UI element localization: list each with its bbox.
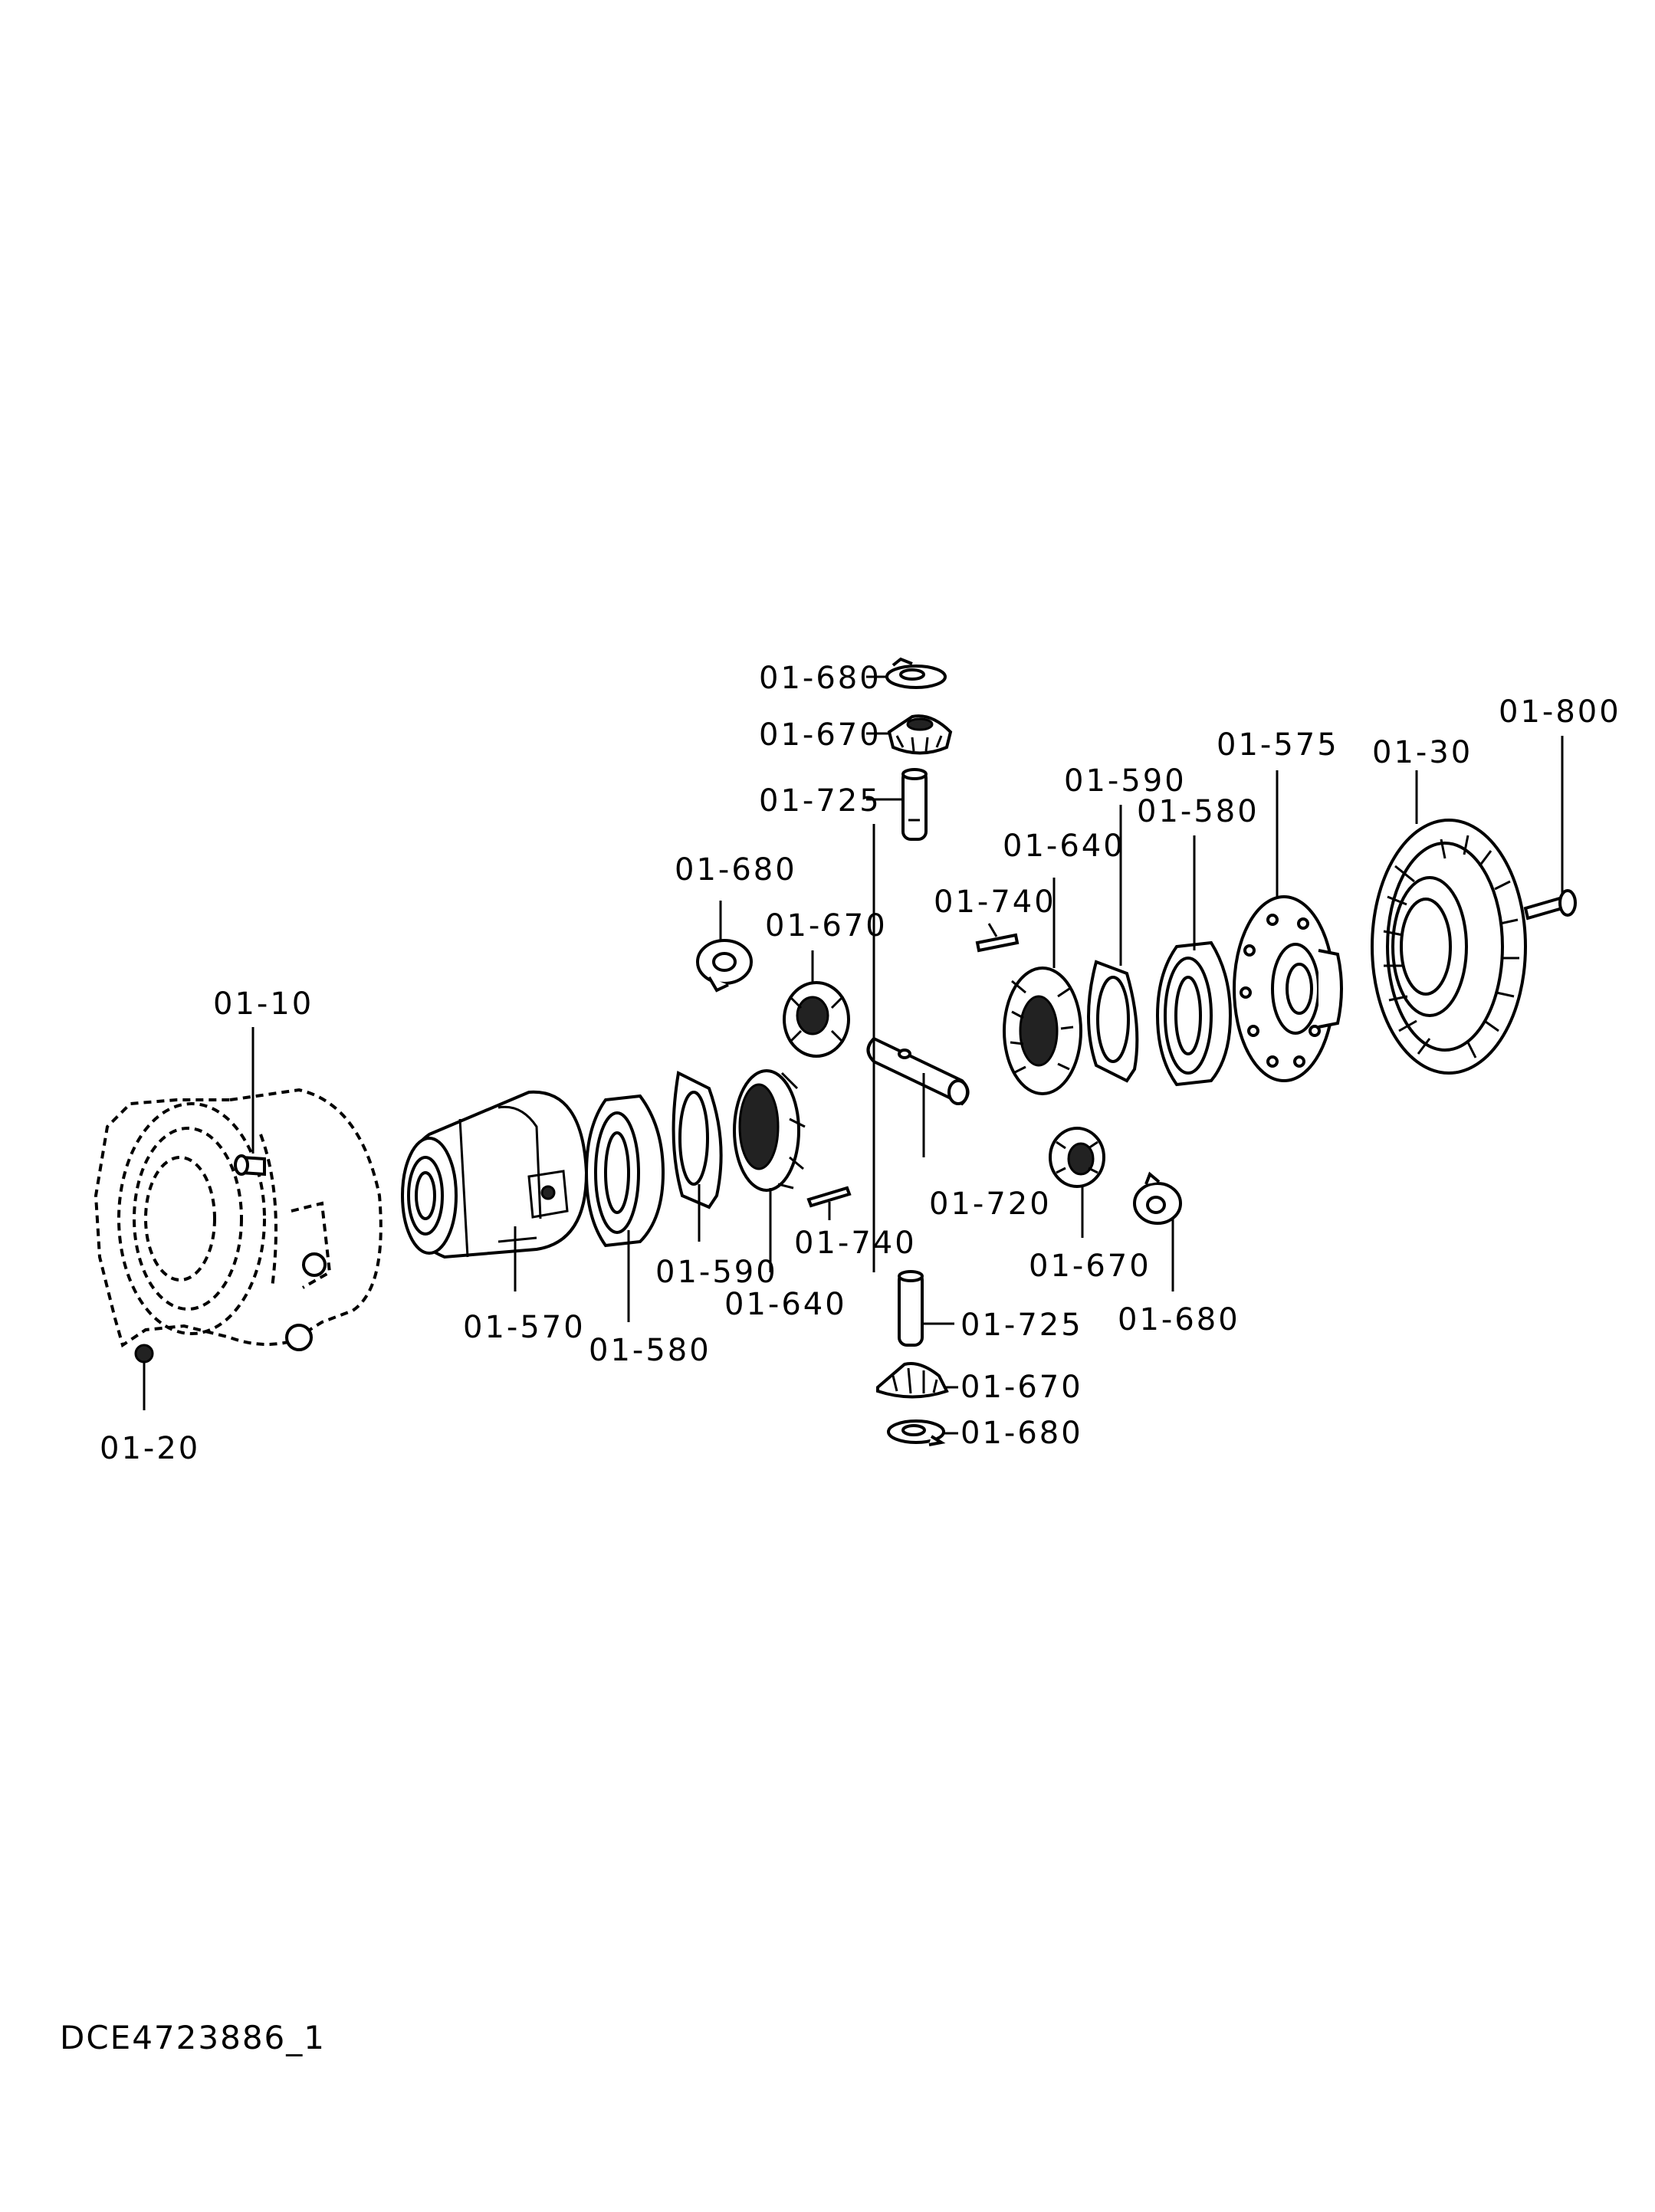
leader-lines [143, 675, 1564, 1435]
part-thrust-ring-left [584, 1094, 665, 1248]
part-pin-upper [975, 933, 1020, 953]
callout-01-640-left: 01-640 [724, 1287, 847, 1322]
part-washer-upper-left [696, 939, 753, 993]
document-id: DCE4723886_1 [60, 2019, 326, 2056]
part-housing [94, 1088, 383, 1351]
callout-01-580-left: 01-580 [589, 1333, 711, 1368]
callout-01-30: 01-30 [1372, 735, 1473, 770]
part-pinion-right-lower [1049, 1127, 1105, 1188]
part-pin-bottom [898, 1270, 924, 1347]
part-washer-bottom [887, 1419, 946, 1446]
callout-01-590-left: 01-590 [655, 1255, 778, 1290]
part-flange [1233, 895, 1343, 1082]
part-ring-gear [1371, 819, 1527, 1075]
callout-01-725-bottom: 01-725 [960, 1308, 1083, 1343]
callout-01-680-top: 01-680 [759, 661, 882, 696]
part-washer-right-lower [1133, 1171, 1182, 1225]
part-pinion-upper-left [783, 981, 850, 1058]
callout-01-580-right: 01-580 [1137, 794, 1259, 829]
callout-01-680-right: 01-680 [1118, 1302, 1240, 1337]
callout-01-680-upper-left: 01-680 [675, 852, 797, 888]
callout-01-570: 01-570 [463, 1310, 586, 1345]
part-pinion-top [887, 714, 953, 755]
callout-01-720: 01-720 [929, 1186, 1052, 1222]
callout-labels: 01-10 01-20 01-570 01-580 01-590 01-640 … [100, 661, 1621, 1466]
callout-01-740-lower: 01-740 [794, 1226, 917, 1261]
part-side-gear-left [733, 1069, 806, 1192]
part-housing-plug [134, 1344, 154, 1364]
part-washer-right [1087, 960, 1139, 1083]
part-side-gear-right [1003, 967, 1082, 1095]
callout-01-740-upper: 01-740 [934, 884, 1056, 920]
callout-01-640-right: 01-640 [1003, 829, 1125, 864]
callout-01-680-bottom: 01-680 [960, 1416, 1083, 1451]
part-cross-shaft [866, 1036, 970, 1106]
callout-01-575: 01-575 [1217, 727, 1339, 763]
part-bolt-01-10 [234, 1154, 266, 1177]
callout-01-670-bottom: 01-670 [960, 1370, 1083, 1405]
part-pin-lower [806, 1186, 852, 1208]
part-pinion-bottom [876, 1362, 949, 1399]
callout-01-590-right: 01-590 [1064, 763, 1187, 799]
callout-01-800: 01-800 [1499, 694, 1621, 730]
part-washer-top [885, 657, 947, 689]
callout-01-670-top: 01-670 [759, 717, 882, 753]
part-pin-top [901, 768, 928, 841]
part-thrust-ring-right [1155, 940, 1233, 1087]
part-bolt-01-800 [1523, 889, 1577, 921]
callout-01-20: 01-20 [100, 1431, 200, 1466]
part-washer-left [672, 1070, 723, 1209]
callout-01-670-right: 01-670 [1029, 1249, 1151, 1284]
callout-01-10: 01-10 [213, 986, 314, 1022]
part-differential-case [400, 1090, 589, 1259]
callout-01-725-top: 01-725 [759, 783, 882, 819]
callout-01-670-upper-left: 01-670 [765, 908, 888, 944]
